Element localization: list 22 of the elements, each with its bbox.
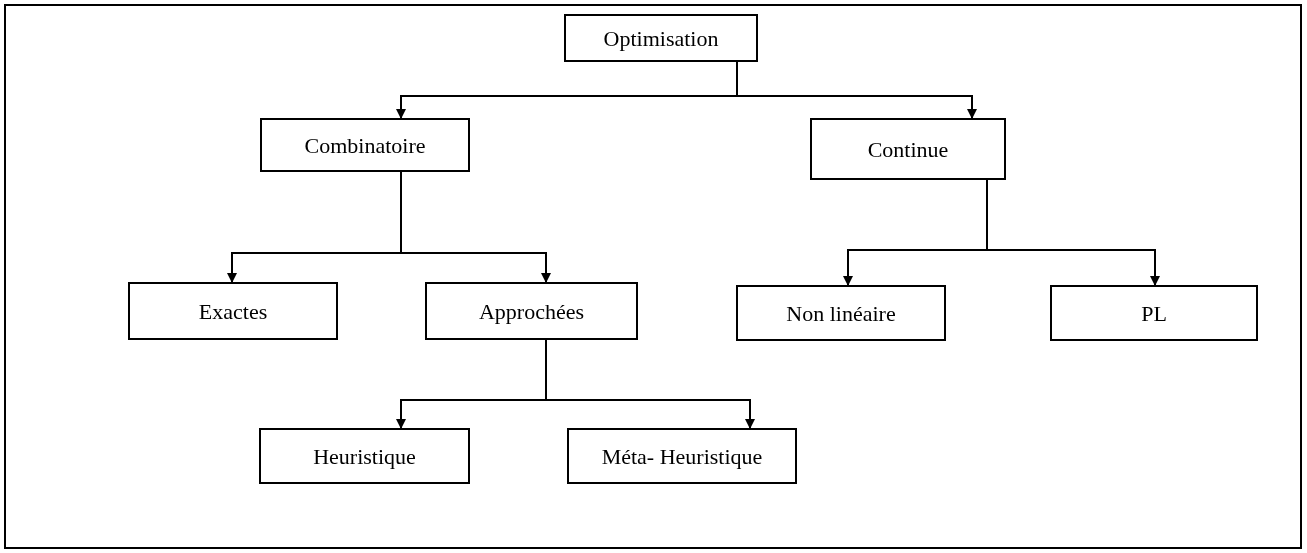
box-label: Approchées bbox=[478, 297, 585, 326]
box-label: Exactes bbox=[198, 297, 268, 326]
category-box bbox=[260, 118, 470, 172]
category-box bbox=[736, 285, 946, 341]
box-label: PL bbox=[1141, 299, 1167, 328]
arrow bbox=[736, 61, 977, 119]
box-label: Continue bbox=[867, 135, 949, 164]
box-label: Optimisation bbox=[603, 24, 719, 53]
box-label: Combinatoire bbox=[304, 131, 426, 160]
box-label: Méta- Heuristique bbox=[601, 442, 763, 471]
arrow bbox=[400, 171, 551, 283]
box-label: Non linéaire bbox=[786, 299, 896, 328]
category-box bbox=[810, 118, 1006, 180]
box-label: Heuristique bbox=[313, 442, 416, 471]
category-box bbox=[259, 428, 470, 484]
category-box bbox=[567, 428, 797, 484]
arrow bbox=[986, 179, 1160, 286]
category-box bbox=[128, 282, 338, 340]
category-box bbox=[425, 282, 638, 340]
arrow bbox=[545, 339, 755, 429]
category-box bbox=[564, 14, 758, 62]
category-box bbox=[1050, 285, 1258, 341]
